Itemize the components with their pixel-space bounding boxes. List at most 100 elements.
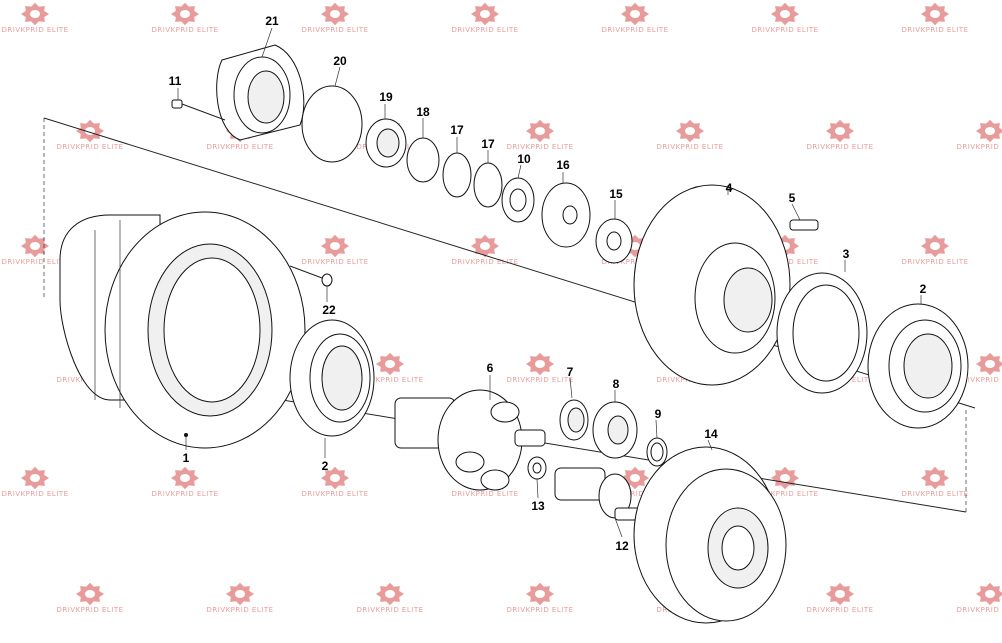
watermark-logo: DRIVKPRID ELITE — [956, 582, 1002, 614]
watermark-logo: DRIVKPRID ELITE — [1, 234, 68, 266]
callout-12: 12 — [615, 539, 629, 553]
watermark-text: DRIVKPRID ELITE — [301, 26, 368, 34]
watermark-text: DRIVKPRID ELITE — [751, 26, 818, 34]
watermark-text: DRIVKPRID ELITE — [356, 376, 423, 384]
watermark-logo: DRIVKPRID ELITE — [301, 466, 368, 498]
callout-15: 15 — [609, 187, 623, 201]
callout-20: 20 — [333, 54, 347, 68]
part-ring-gear-cover — [633, 446, 787, 624]
watermark-logo: DRIVKPRID ELITE — [901, 234, 968, 266]
watermark-text: DRIVKPRID ELITE — [206, 143, 273, 151]
callout-9: 9 — [655, 407, 662, 421]
callout-22: 22 — [322, 303, 336, 317]
part-planet-gear — [592, 401, 638, 459]
watermark-logo: DRIVKPRID ELITE — [206, 582, 273, 614]
watermark-logo: DRIVKPRID ELITE — [1, 2, 68, 34]
watermark-logo: DRIVKPRID ELITE — [506, 352, 573, 384]
watermark-text: DRIVKPRID ELITE — [451, 26, 518, 34]
callout-3: 3 — [843, 247, 850, 261]
callout-18: 18 — [416, 105, 430, 119]
watermark-text: DRIVKPRID ELITE — [206, 606, 273, 614]
part-snap-ring — [646, 437, 668, 467]
part-o-ring-disk — [301, 85, 363, 163]
watermark-text: DRIVKPRID ELITE — [751, 490, 818, 498]
callout-8: 8 — [613, 377, 620, 391]
callout-21: 21 — [265, 14, 279, 28]
watermark-text: DRIVKPRID ELITE — [1, 490, 68, 498]
watermark-logo: DRIVKPRID ELITE — [1, 466, 68, 498]
watermark-text: DRIVKPRID ELITE — [56, 606, 123, 614]
watermark-text: DRIVKPRID ELITE — [451, 258, 518, 266]
part-washer-15 — [595, 218, 633, 264]
part-housing — [59, 211, 306, 449]
callout-19: 19 — [379, 90, 393, 104]
watermark-text: DRIVKPRID ELITE — [601, 490, 668, 498]
watermark-text: DRIVKPRID ELITE — [656, 143, 723, 151]
callout-2-right: 2 — [920, 282, 927, 296]
watermark-logo: DRIVKPRID ELITE — [956, 352, 1002, 384]
part-bolt — [171, 99, 226, 121]
watermark-logo: DRIVKPRID ELITE — [751, 2, 818, 34]
watermark-text: DRIVKPRID ELITE — [506, 143, 573, 151]
watermark-logo: DRIVKPRID ELITE — [301, 234, 368, 266]
watermark-logo: DRIVKPRID ELITE — [356, 352, 423, 384]
part-end-cover — [216, 44, 305, 141]
watermark-text: DRIVKPRID ELITE — [151, 26, 218, 34]
callout-1: 1 — [183, 451, 190, 465]
watermark-text: DRIVKPRID ELITE — [356, 606, 423, 614]
watermark-text: DRIVKPRID ELITE — [901, 258, 968, 266]
watermark-logo: DRIVKPRID ELITE — [56, 119, 123, 151]
watermark-text: DRIVKPRID ELITE — [506, 606, 573, 614]
watermark-text: DRIVKPRID ELITE — [301, 490, 368, 498]
part-thrust-washer-10 — [501, 177, 535, 223]
watermark-logo: DRIVKPRID ELITE — [506, 119, 573, 151]
watermark-logo: DRIVKPRID ELITE — [356, 582, 423, 614]
part-washer-13 — [527, 456, 547, 480]
watermark-text: DRIVKPRID ELITE — [301, 258, 368, 266]
watermark-logo: DRIVKPRID ELITE — [151, 2, 218, 34]
callout-7: 7 — [567, 365, 574, 379]
part-bearing-right — [867, 303, 969, 429]
callout-10: 10 — [517, 152, 531, 166]
part-bearing-left — [289, 319, 375, 437]
watermark-text: DRIVKPRID ELITE — [956, 143, 1002, 151]
callout-16: 16 — [556, 158, 570, 172]
watermark-text: DRIVKPRID ELITE — [1, 26, 68, 34]
watermark-logo: DRIVKPRID ELITE — [451, 234, 518, 266]
leader-lines — [177, 27, 922, 538]
watermark-text: DRIVKPRID ELITE — [806, 606, 873, 614]
watermark-text: DRIVKPRID ELITE — [506, 376, 573, 384]
part-dowel-pin — [289, 265, 333, 287]
watermark-text: DRIVKPRID ELITE — [956, 606, 1002, 614]
part-wheel-hub — [633, 184, 791, 386]
part-lock-nut — [365, 118, 407, 168]
callout-13: 13 — [531, 499, 545, 513]
callout-17-b: 17 — [481, 137, 495, 151]
watermark-text: DRIVKPRID ELITE — [601, 26, 668, 34]
watermark-text: DRIVKPRID ELITE — [1, 258, 68, 266]
watermark-logo: DRIVKPRID ELITE — [806, 119, 873, 151]
part-tab-washer-b — [473, 162, 503, 208]
watermark-logo: DRIVKPRID ELITE — [506, 582, 573, 614]
watermark-text: DRIVKPRID ELITE — [601, 258, 668, 266]
callout-11: 11 — [169, 74, 182, 88]
callout-17-a: 17 — [450, 123, 464, 137]
watermark-logo: DRIVKPRID ELITE — [451, 2, 518, 34]
callout-14: 14 — [704, 427, 718, 441]
callout-2-left: 2 — [322, 459, 329, 473]
watermark-logo: DRIVKPRID ELITE — [151, 466, 218, 498]
watermark-logo: DRIVKPRID ELITE — [956, 119, 1002, 151]
part-bearing-plate-16 — [541, 182, 591, 248]
part-retaining-ring — [406, 137, 440, 183]
watermark-text: DRIVKPRID ELITE — [451, 490, 518, 498]
part-tab-washer-a — [442, 152, 472, 198]
part-wheel-stud — [789, 219, 819, 231]
watermark-text: DRIVKPRID ELITE — [56, 143, 123, 151]
watermark-logo: DRIVKPRID ELITE — [601, 2, 668, 34]
watermark-text: DRIVKPRID ELITE — [901, 26, 968, 34]
watermark-text: DRIVKPRID ELITE — [901, 490, 968, 498]
watermark-logo: DRIVKPRID ELITE — [56, 582, 123, 614]
watermark-logo: DRIVKPRID ELITE — [806, 582, 873, 614]
callout-5: 5 — [789, 191, 796, 205]
